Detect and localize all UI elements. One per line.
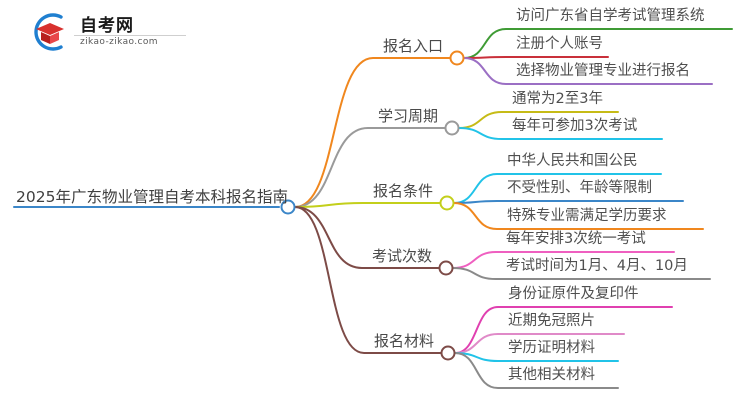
leaf-label-5-1: 身份证原件及复印件 [508, 286, 639, 302]
leaf-label-2-1: 通常为2至3年 [512, 91, 603, 107]
branch-line-2 [294, 127, 447, 208]
page-title: 2025年广东物业管理自考本科报名指南 [16, 188, 288, 206]
branch-node-4[interactable] [438, 260, 454, 276]
branch-node-1[interactable] [449, 50, 465, 66]
leaf-line-2-2 [458, 127, 663, 140]
logo-url: zikao-zikao.com [80, 37, 158, 47]
leaf-line-3-3 [453, 202, 704, 230]
branch-label-3: 报名条件 [372, 182, 433, 200]
leaf-line-5-2 [454, 333, 625, 354]
leaf-label-5-2: 近期免冠照片 [508, 313, 595, 329]
leaf-line-3-2 [453, 200, 684, 204]
leaf-label-4-2: 考试时间为1月、4月、10月 [506, 258, 688, 274]
leaf-label-5-4: 其他相关材料 [508, 367, 595, 383]
graduation-book-icon [34, 13, 64, 51]
leaf-label-2-2: 每年可参加3次考试 [512, 118, 638, 134]
leaf-label-5-3: 学历证明材料 [508, 340, 595, 356]
leaf-label-1-3: 选择物业管理专业进行报名 [516, 63, 690, 79]
leaf-label-3-2: 不受性别、年龄等限制 [507, 180, 652, 196]
leaf-label-3-1: 中华人民共和国公民 [507, 153, 638, 169]
leaf-label-1-2: 注册个人账号 [516, 36, 603, 52]
branch-node-2[interactable] [444, 120, 460, 136]
branch-label-4: 考试次数 [371, 247, 432, 265]
branch-line-5 [294, 206, 443, 354]
leaf-line-5-1 [454, 306, 673, 354]
branch-label-5: 报名材料 [373, 332, 434, 350]
leaf-line-4-2 [452, 267, 711, 280]
leaf-label-4-1: 每年安排3次统一考试 [506, 231, 646, 247]
branch-line-1 [294, 57, 452, 208]
leaf-line-1-2 [463, 56, 609, 59]
branch-line-4 [294, 206, 441, 269]
branch-node-5[interactable] [440, 345, 456, 361]
site-logo: 自考网 zikao-zikao.com [28, 8, 188, 56]
branch-label-1: 报名入口 [382, 37, 443, 55]
leaf-line-1-3 [463, 57, 713, 85]
logo-divider [74, 35, 186, 36]
branch-label-2: 学习周期 [377, 107, 438, 125]
leaf-label-3-3: 特殊专业需满足学历要求 [507, 208, 667, 224]
branch-node-3[interactable] [439, 195, 455, 211]
branch-line-3 [294, 202, 442, 208]
root-node[interactable] [280, 199, 296, 215]
leaf-line-5-4 [454, 352, 619, 389]
logo-name: 自考网 [80, 16, 134, 36]
leaf-label-1-1: 访问广东省自学考试管理系统 [516, 8, 705, 24]
